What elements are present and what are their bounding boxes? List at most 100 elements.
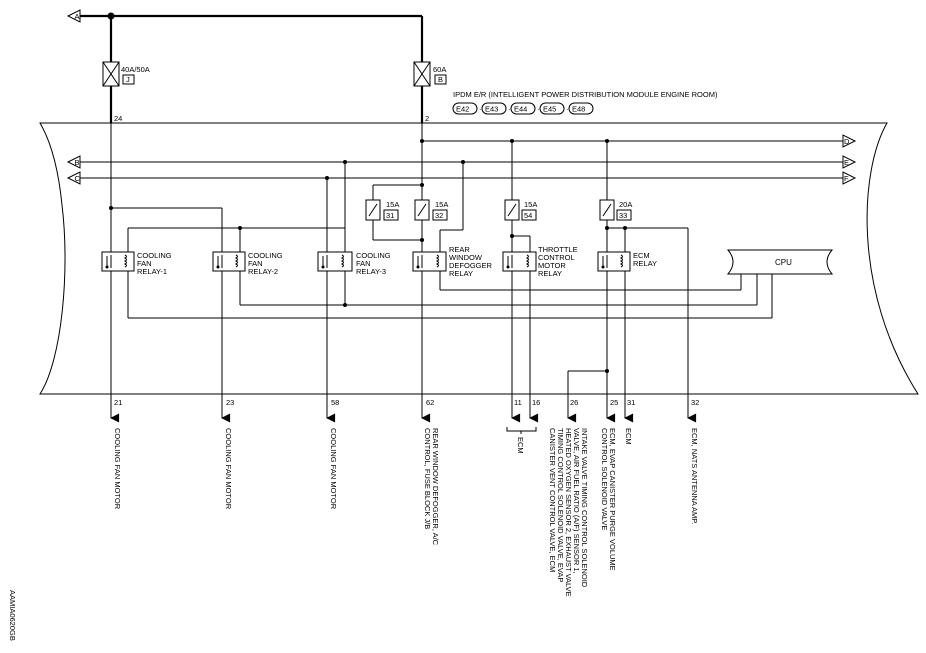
svg-text:21: 21 xyxy=(114,398,122,407)
module-title: IPDM E/R (INTELLIGENT POWER DISTRIBUTION… xyxy=(453,90,718,99)
svg-text:REAR: REAR xyxy=(449,245,470,254)
svg-text:E45: E45 xyxy=(543,105,556,114)
svg-text:DEFOGGER: DEFOGGER xyxy=(449,261,493,270)
svg-text:FAN: FAN xyxy=(137,259,152,268)
svg-text:COOLING: COOLING xyxy=(356,251,391,260)
label-23: COOLING FAN MOTOR xyxy=(224,428,233,510)
svg-text:D: D xyxy=(844,137,850,146)
svg-text:·: · xyxy=(508,105,511,114)
svg-text:HEATED OXYGEN SENSOR 2, EXHAUS: HEATED OXYGEN SENSOR 2, EXHAUST VALVE xyxy=(564,428,573,597)
label-25: ECM, EVAP CANISTER PURGE VOLUME CONTROL … xyxy=(600,428,617,571)
label-21: COOLING FAN MOTOR xyxy=(113,428,122,510)
svg-text:ECM: ECM xyxy=(633,251,650,260)
svg-text:60A: 60A xyxy=(433,65,446,74)
svg-text:RELAY-3: RELAY-3 xyxy=(356,267,386,276)
fusible-link-j: 40A/50A J xyxy=(102,61,150,87)
svg-text:54: 54 xyxy=(524,211,532,220)
svg-text:33: 33 xyxy=(619,211,627,220)
fuse-31: 15A 31 xyxy=(365,199,399,221)
svg-text:31: 31 xyxy=(627,398,635,407)
svg-text:RELAY-1: RELAY-1 xyxy=(137,267,167,276)
svg-text:26: 26 xyxy=(570,398,578,407)
connector-c: C xyxy=(66,171,81,185)
connector-f: F xyxy=(842,171,857,185)
svg-text:COOLING: COOLING xyxy=(248,251,283,260)
svg-text:15A: 15A xyxy=(435,200,448,209)
svg-text:58: 58 xyxy=(331,398,339,407)
label-62: REAR WINDOW DEFOGGER, A/C CONTROL, FUSE … xyxy=(423,428,440,546)
svg-text:E42: E42 xyxy=(456,105,469,114)
svg-text:RELAY: RELAY xyxy=(449,269,473,278)
svg-text:CPU: CPU xyxy=(775,258,792,267)
svg-text:CONTROL SOLENOID VALVE: CONTROL SOLENOID VALVE xyxy=(600,428,609,530)
connector-b: B xyxy=(66,155,81,169)
ipdm-module-outline xyxy=(39,122,919,395)
label-26: INTAKE VALVE TIMING CONTROL SOLENOID VAL… xyxy=(548,428,589,597)
svg-text:E44: E44 xyxy=(514,105,527,114)
svg-text:40A/50A: 40A/50A xyxy=(121,65,150,74)
svg-text:B: B xyxy=(438,75,443,84)
svg-text:25: 25 xyxy=(610,398,618,407)
cooling-fan-relay-3: COOLING FAN RELAY-3 xyxy=(317,251,391,276)
svg-text:WINDOW: WINDOW xyxy=(449,253,483,262)
svg-text:15A: 15A xyxy=(386,200,399,209)
svg-text:J: J xyxy=(126,75,130,84)
cpu-block: CPU xyxy=(726,249,834,275)
svg-text:·: · xyxy=(479,105,482,114)
label-32: ECM, NATS ANTENNA AMP. xyxy=(690,428,699,524)
svg-text:E48: E48 xyxy=(572,105,585,114)
svg-text:15A: 15A xyxy=(524,200,537,209)
svg-text:ECM, EVAP CANISTER PURGE VOLUM: ECM, EVAP CANISTER PURGE VOLUME xyxy=(608,428,617,571)
throttle-control-motor-relay: THROTTLE CONTROL MOTOR RELAY xyxy=(502,245,578,278)
svg-text:RELAY: RELAY xyxy=(538,269,562,278)
svg-text:INTAKE VALVE TIMING CONTROL SO: INTAKE VALVE TIMING CONTROL SOLENOID xyxy=(580,428,589,588)
svg-text:20A: 20A xyxy=(619,200,632,209)
connector-e: E xyxy=(842,155,857,169)
svg-text:E43: E43 xyxy=(485,105,498,114)
svg-text:62: 62 xyxy=(426,398,434,407)
connector-list: E42 · E43 · E44 · E45 · E48 xyxy=(452,102,594,115)
fuse-32: 15A 32 xyxy=(414,199,448,221)
rear-window-defogger-relay: REAR WINDOW DEFOGGER RELAY xyxy=(412,245,493,278)
label-ecm-11-16: ECM xyxy=(516,437,525,454)
svg-text:COOLING: COOLING xyxy=(137,251,172,260)
svg-text:CONTROL, FUSE BLOCK J/B: CONTROL, FUSE BLOCK J/B xyxy=(423,428,432,529)
svg-text:11: 11 xyxy=(514,398,522,407)
svg-text:C: C xyxy=(75,174,81,183)
svg-text:32: 32 xyxy=(691,398,699,407)
svg-text:F: F xyxy=(844,174,849,183)
fusible-link-b: 60A B xyxy=(413,61,447,87)
svg-text:B: B xyxy=(75,158,80,167)
svg-text:E: E xyxy=(844,158,849,167)
svg-text:32: 32 xyxy=(435,211,443,220)
connector-a: A xyxy=(66,9,81,23)
svg-text:16: 16 xyxy=(532,398,540,407)
svg-text:RELAY-2: RELAY-2 xyxy=(248,267,278,276)
svg-text:FAN: FAN xyxy=(248,259,263,268)
svg-text:MOTOR: MOTOR xyxy=(538,261,566,270)
ecm-bracket xyxy=(506,427,537,434)
svg-text:23: 23 xyxy=(226,398,234,407)
label-58: COOLING FAN MOTOR xyxy=(329,428,338,510)
svg-text:RELAY: RELAY xyxy=(633,259,657,268)
fuse-54: 15A 54 xyxy=(504,199,537,221)
svg-text:VALVE, AIR FUEL RATIO (A/F) SE: VALVE, AIR FUEL RATIO (A/F) SENSOR 1, xyxy=(572,428,581,574)
svg-text:THROTTLE: THROTTLE xyxy=(538,245,578,254)
svg-text:31: 31 xyxy=(386,211,394,220)
cooling-fan-relay-1: COOLING FAN RELAY-1 xyxy=(101,251,172,276)
svg-text:A: A xyxy=(75,12,80,21)
svg-text:REAR WINDOW DEFOGGER, A/C: REAR WINDOW DEFOGGER, A/C xyxy=(431,428,440,546)
svg-text:·: · xyxy=(566,105,569,114)
svg-text:CANISTER VENT CONTROL VALVE, E: CANISTER VENT CONTROL VALVE, ECM xyxy=(548,428,557,572)
svg-text:CONTROL: CONTROL xyxy=(538,253,575,262)
svg-text:24: 24 xyxy=(114,114,122,123)
cooling-fan-relay-2: COOLING FAN RELAY-2 xyxy=(212,251,283,276)
diagram-code: AAMIA0620GB xyxy=(8,590,17,641)
ecm-relay: ECM RELAY xyxy=(597,251,657,272)
fuse-33: 20A 33 xyxy=(599,199,632,221)
svg-text:FAN: FAN xyxy=(356,259,371,268)
svg-text:TIMING CONTROL SOLENOID VALVE,: TIMING CONTROL SOLENOID VALVE, EVAP xyxy=(556,428,565,582)
svg-text:2: 2 xyxy=(425,114,429,123)
connector-d: D xyxy=(842,134,857,148)
